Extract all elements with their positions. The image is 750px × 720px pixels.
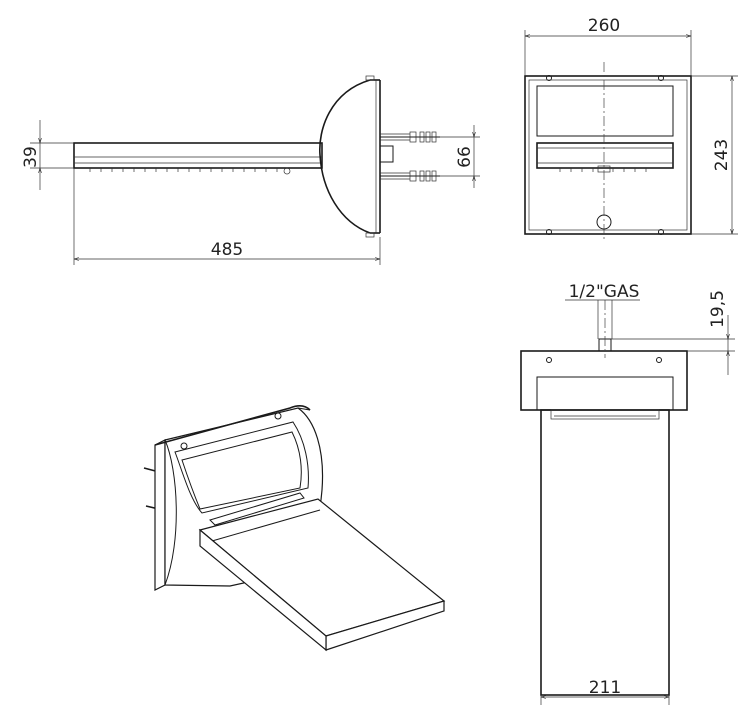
top-view-body xyxy=(540,409,670,696)
dim-front-height: 243 xyxy=(712,139,732,171)
side-view-screws xyxy=(380,131,440,182)
side-view: 66 39 485 xyxy=(21,75,480,265)
dim-front-width: 260 xyxy=(588,16,620,36)
top-view-plate xyxy=(520,350,688,411)
top-view: 1/2"GAS 19,5 211 xyxy=(520,282,735,705)
dim-top-width: 211 xyxy=(589,678,621,698)
side-view-nozzles xyxy=(89,168,278,172)
dim-bar-height: 39 xyxy=(21,146,41,168)
side-view-plate xyxy=(319,79,371,234)
dim-pipe-height: 19,5 xyxy=(708,290,728,328)
dim-pipe-thread: 1/2"GAS xyxy=(569,282,640,302)
dim-mount-spacing: 66 xyxy=(455,146,475,168)
isometric-view xyxy=(143,405,446,652)
dim-side-length: 485 xyxy=(211,240,243,260)
side-view-bar xyxy=(73,142,323,169)
front-view: 260 243 xyxy=(524,16,738,242)
front-view-plate xyxy=(524,75,692,235)
